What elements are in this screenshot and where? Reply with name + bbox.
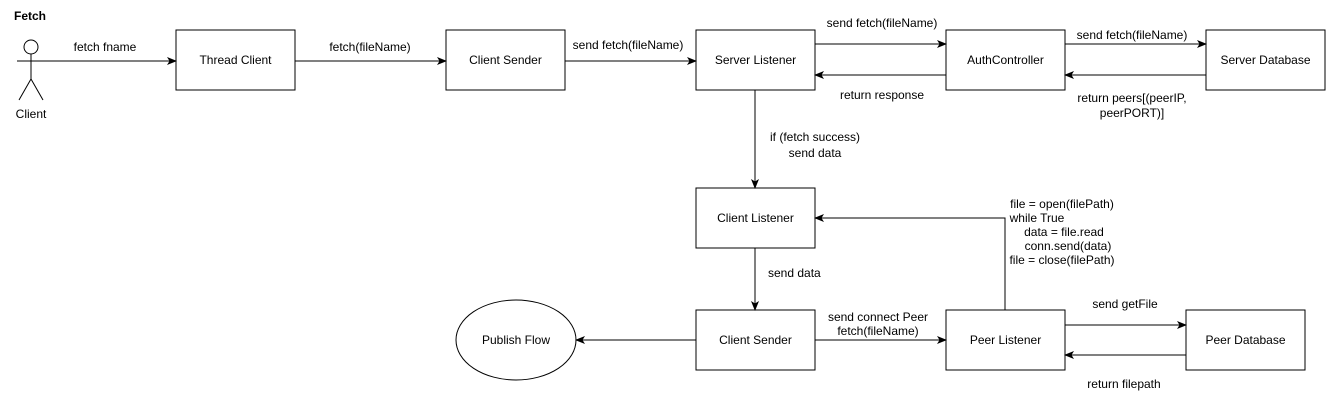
node-peer-listener[interactable]: Peer Listener bbox=[945, 309, 1066, 371]
edge-client-sender-to-server-listener: send fetch(fileName) bbox=[565, 38, 697, 65]
edge-label: fetch(fileName) bbox=[837, 324, 918, 338]
node-server-listener-label: Server Listener bbox=[715, 53, 796, 67]
edge-label: peerPORT)] bbox=[1100, 106, 1164, 120]
edge-label: file = open(filePath) bbox=[1010, 197, 1114, 211]
node-peer-database[interactable]: Peer Database bbox=[1185, 309, 1306, 371]
node-publish-flow[interactable]: Publish Flow bbox=[455, 299, 577, 381]
edge-label: send fetch(fileName) bbox=[573, 38, 684, 52]
edge-peer-listener-to-peer-database: send getFile bbox=[1065, 297, 1187, 329]
edge-client-sender-to-peer-listener: send connect Peer fetch(fileName) bbox=[815, 310, 947, 344]
client-actor-label: Client bbox=[16, 107, 47, 121]
node-client-sender-bottom[interactable]: Client Sender bbox=[695, 309, 816, 371]
node-thread-client-label: Thread Client bbox=[199, 53, 272, 67]
client-actor: Client bbox=[16, 39, 47, 121]
node-auth-controller[interactable]: AuthController bbox=[945, 29, 1066, 91]
edge-thread-client-to-client-sender: fetch(fileName) bbox=[295, 40, 447, 65]
edge-label: file = close(filePath) bbox=[1009, 253, 1114, 267]
node-client-listener-label: Client Listener bbox=[717, 211, 794, 225]
edge-label: fetch fname bbox=[74, 40, 137, 54]
edge-label: send data bbox=[789, 146, 842, 160]
edge-label: fetch(fileName) bbox=[329, 40, 410, 54]
edge-peer-listener-to-client-listener: file = open(filePath) while True data = … bbox=[814, 196, 1117, 310]
node-server-listener[interactable]: Server Listener bbox=[695, 29, 816, 91]
node-client-listener[interactable]: Client Listener bbox=[695, 187, 816, 249]
edge-server-listener-to-client-listener: if (fetch success) send data bbox=[751, 90, 866, 189]
edge-client-listener-to-client-sender: send data bbox=[751, 248, 821, 311]
edge-auth-controller-to-server-database: send fetch(fileName) bbox=[1065, 28, 1207, 48]
edge-label: data = file.read bbox=[1024, 225, 1104, 239]
node-thread-client[interactable]: Thread Client bbox=[175, 29, 296, 91]
edge-label: send fetch(fileName) bbox=[1077, 28, 1188, 42]
edge-label: while True bbox=[1009, 211, 1065, 225]
edge-label: send getFile bbox=[1092, 297, 1158, 311]
node-auth-controller-label: AuthController bbox=[967, 53, 1044, 67]
edge-server-listener-to-auth-controller: send fetch(fileName) bbox=[815, 16, 947, 48]
node-peer-database-label: Peer Database bbox=[1205, 333, 1285, 347]
node-client-sender-top-label: Client Sender bbox=[469, 53, 542, 67]
edge-auth-controller-to-server-listener: return response bbox=[814, 71, 946, 102]
edge-label: return filepath bbox=[1087, 377, 1160, 391]
edge-label: send data bbox=[768, 266, 821, 280]
edge-server-database-to-auth-controller: return peers[(peerIP, peerPORT)] bbox=[1064, 71, 1206, 120]
edge-label: if (fetch success) bbox=[770, 130, 860, 144]
edge-label: conn.send(data) bbox=[1025, 239, 1112, 253]
diagram-title: Fetch bbox=[14, 9, 46, 23]
node-publish-flow-label: Publish Flow bbox=[482, 333, 550, 347]
edge-label: return peers[(peerIP, bbox=[1077, 91, 1186, 105]
node-client-sender-bottom-label: Client Sender bbox=[719, 333, 792, 347]
edge-peer-database-to-peer-listener: return filepath bbox=[1064, 351, 1186, 391]
stick-figure-icon bbox=[17, 39, 45, 101]
edge-label: send connect Peer bbox=[828, 310, 928, 324]
edge-label: send fetch(fileName) bbox=[827, 16, 938, 30]
node-server-database[interactable]: Server Database bbox=[1205, 29, 1326, 91]
edge-label: return response bbox=[840, 88, 924, 102]
node-server-database-label: Server Database bbox=[1220, 53, 1310, 67]
edge-client-to-thread-client: fetch fname bbox=[45, 40, 177, 65]
node-client-sender-top[interactable]: Client Sender bbox=[445, 29, 566, 91]
node-peer-listener-label: Peer Listener bbox=[970, 333, 1041, 347]
